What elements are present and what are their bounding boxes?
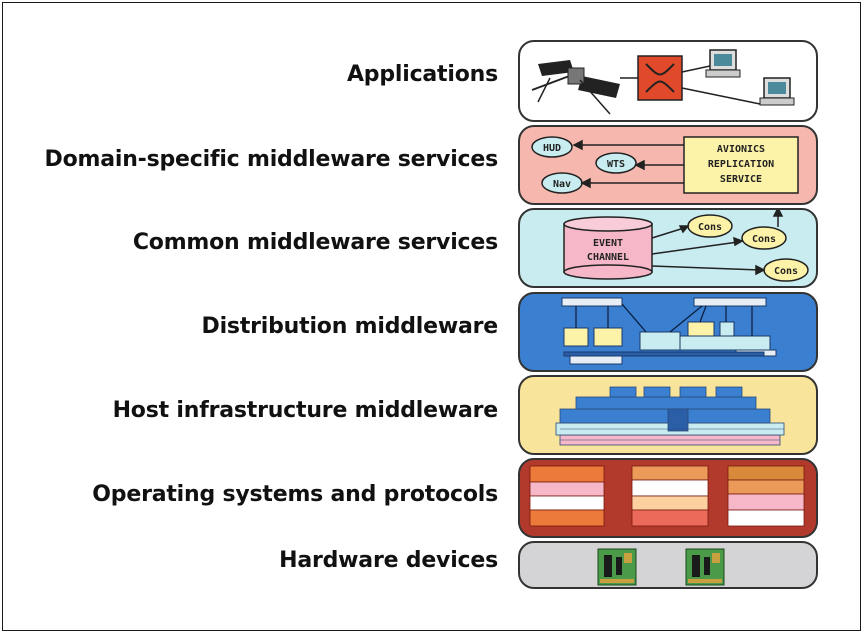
hardware-layer [518,541,818,589]
layer-label-host: Host infrastructure middleware [112,398,499,423]
computer-icon-2 [759,77,795,106]
layer-label-domain-specific: Domain-specific middleware services [44,147,499,172]
domain-services-layer: HUD WTS Nav AVIONICS REPLICATION SERVICE [518,125,818,205]
circuit-board-icon-2 [685,548,725,586]
event-line1: EVENT [593,238,623,249]
distribution-layer [518,292,818,372]
host-layer [518,375,818,455]
hud-node [531,136,573,158]
circuit-board-icon [597,548,637,586]
common-services-layer: EVENT CHANNEL Cons Cons Cons [518,208,818,288]
avionics-line1: AVIONICS [717,144,765,155]
os-layer [518,458,818,538]
cons-label-3: Cons [774,266,798,277]
event-line2: CHANNEL [587,252,629,263]
applications-layer [518,40,818,122]
layer-label-hardware: Hardware devices [279,548,498,573]
satellite-icon [531,60,620,115]
avionics-replication-box [683,136,799,194]
avionics-line3: SERVICE [720,174,762,185]
cons-label-1: Cons [698,222,722,233]
computer-icon [705,49,741,78]
layer-label-distribution: Distribution middleware [201,314,499,339]
hud-label: HUD [543,143,561,154]
layer-label-common: Common middleware services [132,230,498,255]
cons-label-2: Cons [752,234,776,245]
switch-icon [637,55,683,101]
cons-node-2 [741,226,787,250]
avionics-line2: REPLICATION [708,159,774,170]
nav-label: Nav [553,179,571,190]
wts-label: WTS [607,159,625,170]
layer-label-os: Operating systems and protocols [92,482,498,507]
wts-node [595,152,637,174]
layer-label-applications: Applications [346,62,498,87]
event-channel-cylinder [563,216,653,280]
